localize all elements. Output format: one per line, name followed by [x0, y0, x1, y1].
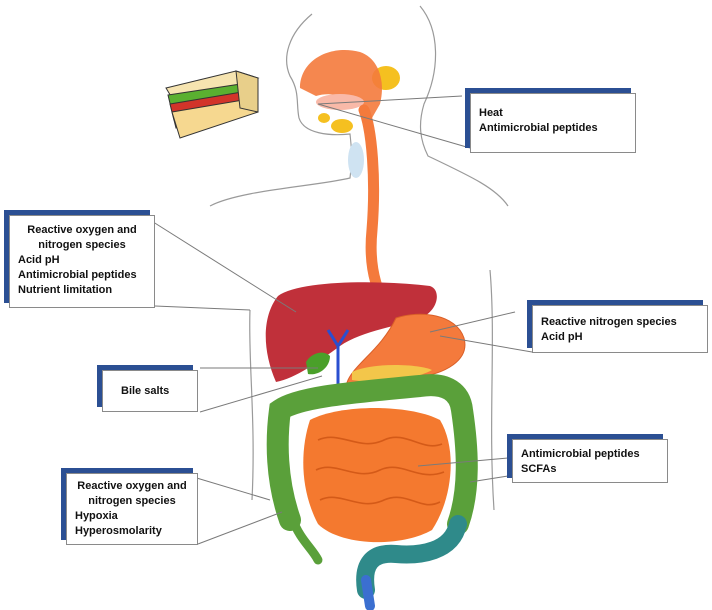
- callout-liver-line-1: Reactive oxygen and: [27, 224, 137, 236]
- appendix: [287, 513, 323, 565]
- trachea: [348, 142, 364, 178]
- sigmoid-colon: [356, 515, 467, 599]
- small-intestine: [303, 408, 451, 543]
- callout-liver-line-4: Antimicrobial peptides: [18, 269, 137, 281]
- callout-small-intestine-line-1: Antimicrobial peptides: [521, 448, 640, 460]
- tongue: [316, 94, 364, 110]
- callout-large-intestine: Reactive oxygen and nitrogen species Hyp…: [66, 473, 198, 545]
- rectum: [361, 575, 375, 610]
- large-intestine: [266, 374, 478, 535]
- callout-bile: Bile salts: [102, 370, 198, 412]
- pancreas: [352, 365, 432, 382]
- callout-small-intestine-line-2: SCFAs: [521, 463, 557, 475]
- callout-liver-line-5: Nutrient limitation: [18, 284, 113, 296]
- callout-mouth: Heat Antimicrobial peptides: [470, 93, 636, 153]
- callout-large-intestine-line-4: Hyperosmolarity: [75, 525, 162, 537]
- callout-liver: Reactive oxygen and nitrogen species Aci…: [9, 215, 155, 308]
- callout-large-intestine-line-3: Hypoxia: [75, 510, 118, 522]
- callout-large-intestine-line-2: nitrogen species: [88, 495, 176, 507]
- callout-mouth-line-1: Heat: [479, 107, 503, 119]
- gallbladder: [306, 352, 330, 375]
- callout-small-intestine: Antimicrobial peptides SCFAs: [512, 439, 668, 483]
- callout-liver-line-2: nitrogen species: [38, 239, 126, 251]
- callout-stomach: Reactive nitrogen species Acid pH: [532, 305, 708, 353]
- sandwich-icon: [165, 70, 260, 139]
- bile-duct: [326, 329, 350, 390]
- liver: [265, 282, 437, 382]
- callout-liver-line-3: Acid pH: [18, 254, 60, 266]
- body-outline: [209, 5, 509, 511]
- leader-lines: [149, 95, 533, 545]
- callout-large-intestine-line-1: Reactive oxygen and: [77, 480, 187, 492]
- callout-stomach-line-2: Acid pH: [541, 331, 583, 343]
- callout-stomach-line-1: Reactive nitrogen species: [541, 316, 677, 328]
- callout-bile-line-1: Bile salts: [121, 385, 170, 397]
- callout-mouth-line-2: Antimicrobial peptides: [479, 122, 598, 134]
